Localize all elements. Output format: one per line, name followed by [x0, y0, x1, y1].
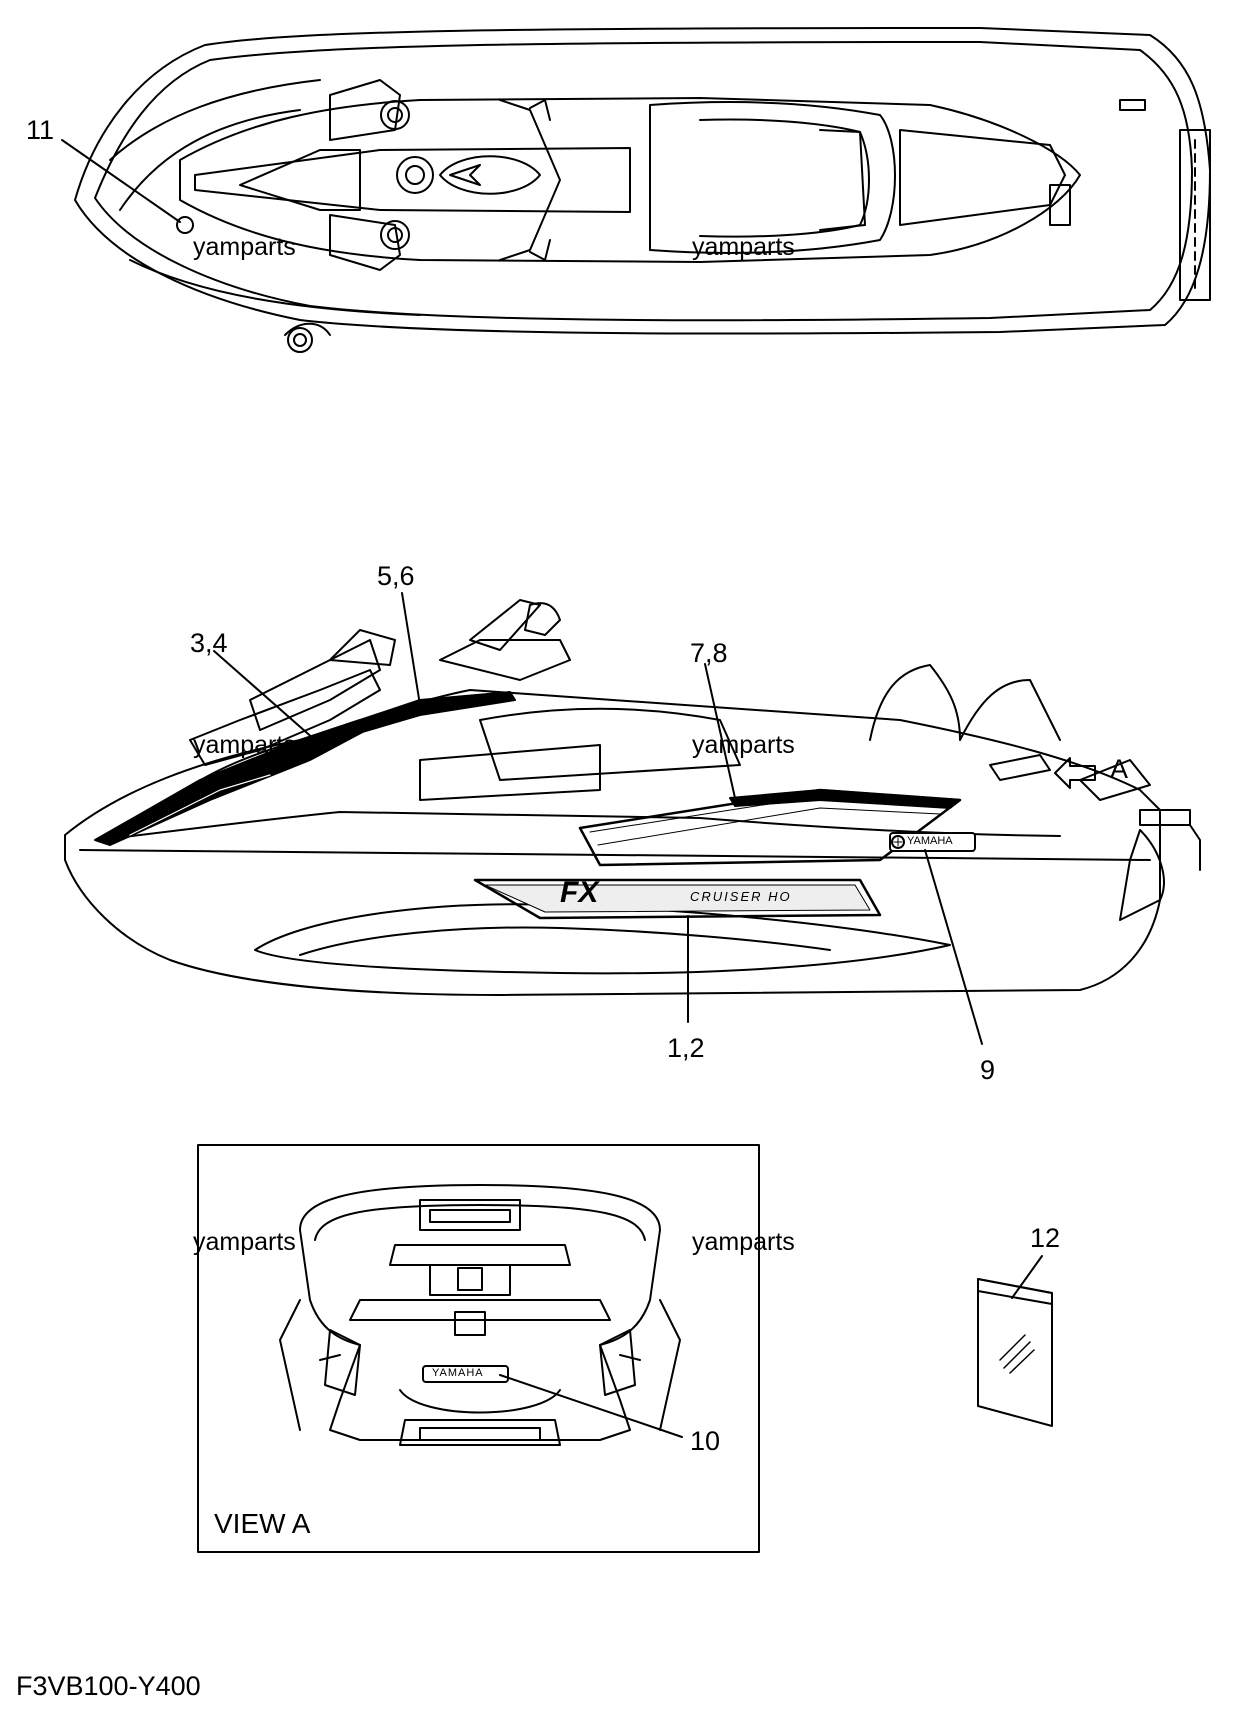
view-a-arrow [1054, 757, 1096, 789]
view-a-frame [197, 1144, 760, 1553]
top-view-watercraft [74, 27, 1211, 353]
callout-7-8: 7,8 [690, 638, 728, 668]
callout-3-4: 3,4 [190, 628, 228, 658]
leader-9 [924, 849, 983, 1045]
decal-fx-logo-text: FX [560, 876, 599, 909]
decal-10-badge-text: YAMAHA [432, 1367, 484, 1379]
leader-7-8 [704, 663, 736, 799]
decal-9-yamaha-badge [889, 832, 976, 852]
leader-3-4 [213, 650, 316, 741]
view-a-title: VIEW A [214, 1508, 311, 1539]
watermark: yamparts [692, 731, 795, 759]
watermark: yamparts [193, 1228, 296, 1256]
decal-5-6-stripe [329, 691, 516, 741]
decal-9-badge-text: YAMAHA [907, 835, 953, 847]
callout-5-6: 5,6 [377, 561, 415, 591]
side-view-watercraft [64, 599, 1201, 996]
callout-9: 9 [980, 1055, 996, 1085]
watermark: yamparts [193, 731, 296, 759]
drawing-code: F3VB100-Y400 [16, 1671, 201, 1701]
callout-1-2: 1,2 [667, 1033, 705, 1063]
decal-7-8-panel [578, 788, 962, 867]
leader-12 [1011, 1255, 1043, 1299]
callout-10: 10 [690, 1426, 721, 1456]
watermark: yamparts [193, 233, 296, 261]
decal-10-rear-yamaha-badge [422, 1365, 509, 1383]
part-12-label-sheet [977, 1278, 1053, 1427]
callout-a: A [1110, 754, 1129, 784]
callout-11: 11 [26, 115, 55, 145]
decal-1-2-fx-cruiser-ho [473, 878, 882, 920]
view-a-rear-watercraft [279, 1184, 681, 1446]
watermark: yamparts [692, 1228, 795, 1256]
leader-11 [61, 139, 181, 223]
decal-cruiser-ho-text: CRUISER HO [690, 889, 792, 904]
callout-12: 12 [1030, 1223, 1061, 1253]
leader-5-6 [401, 592, 421, 706]
leader-10 [499, 1374, 683, 1438]
watermark: yamparts [692, 233, 795, 261]
